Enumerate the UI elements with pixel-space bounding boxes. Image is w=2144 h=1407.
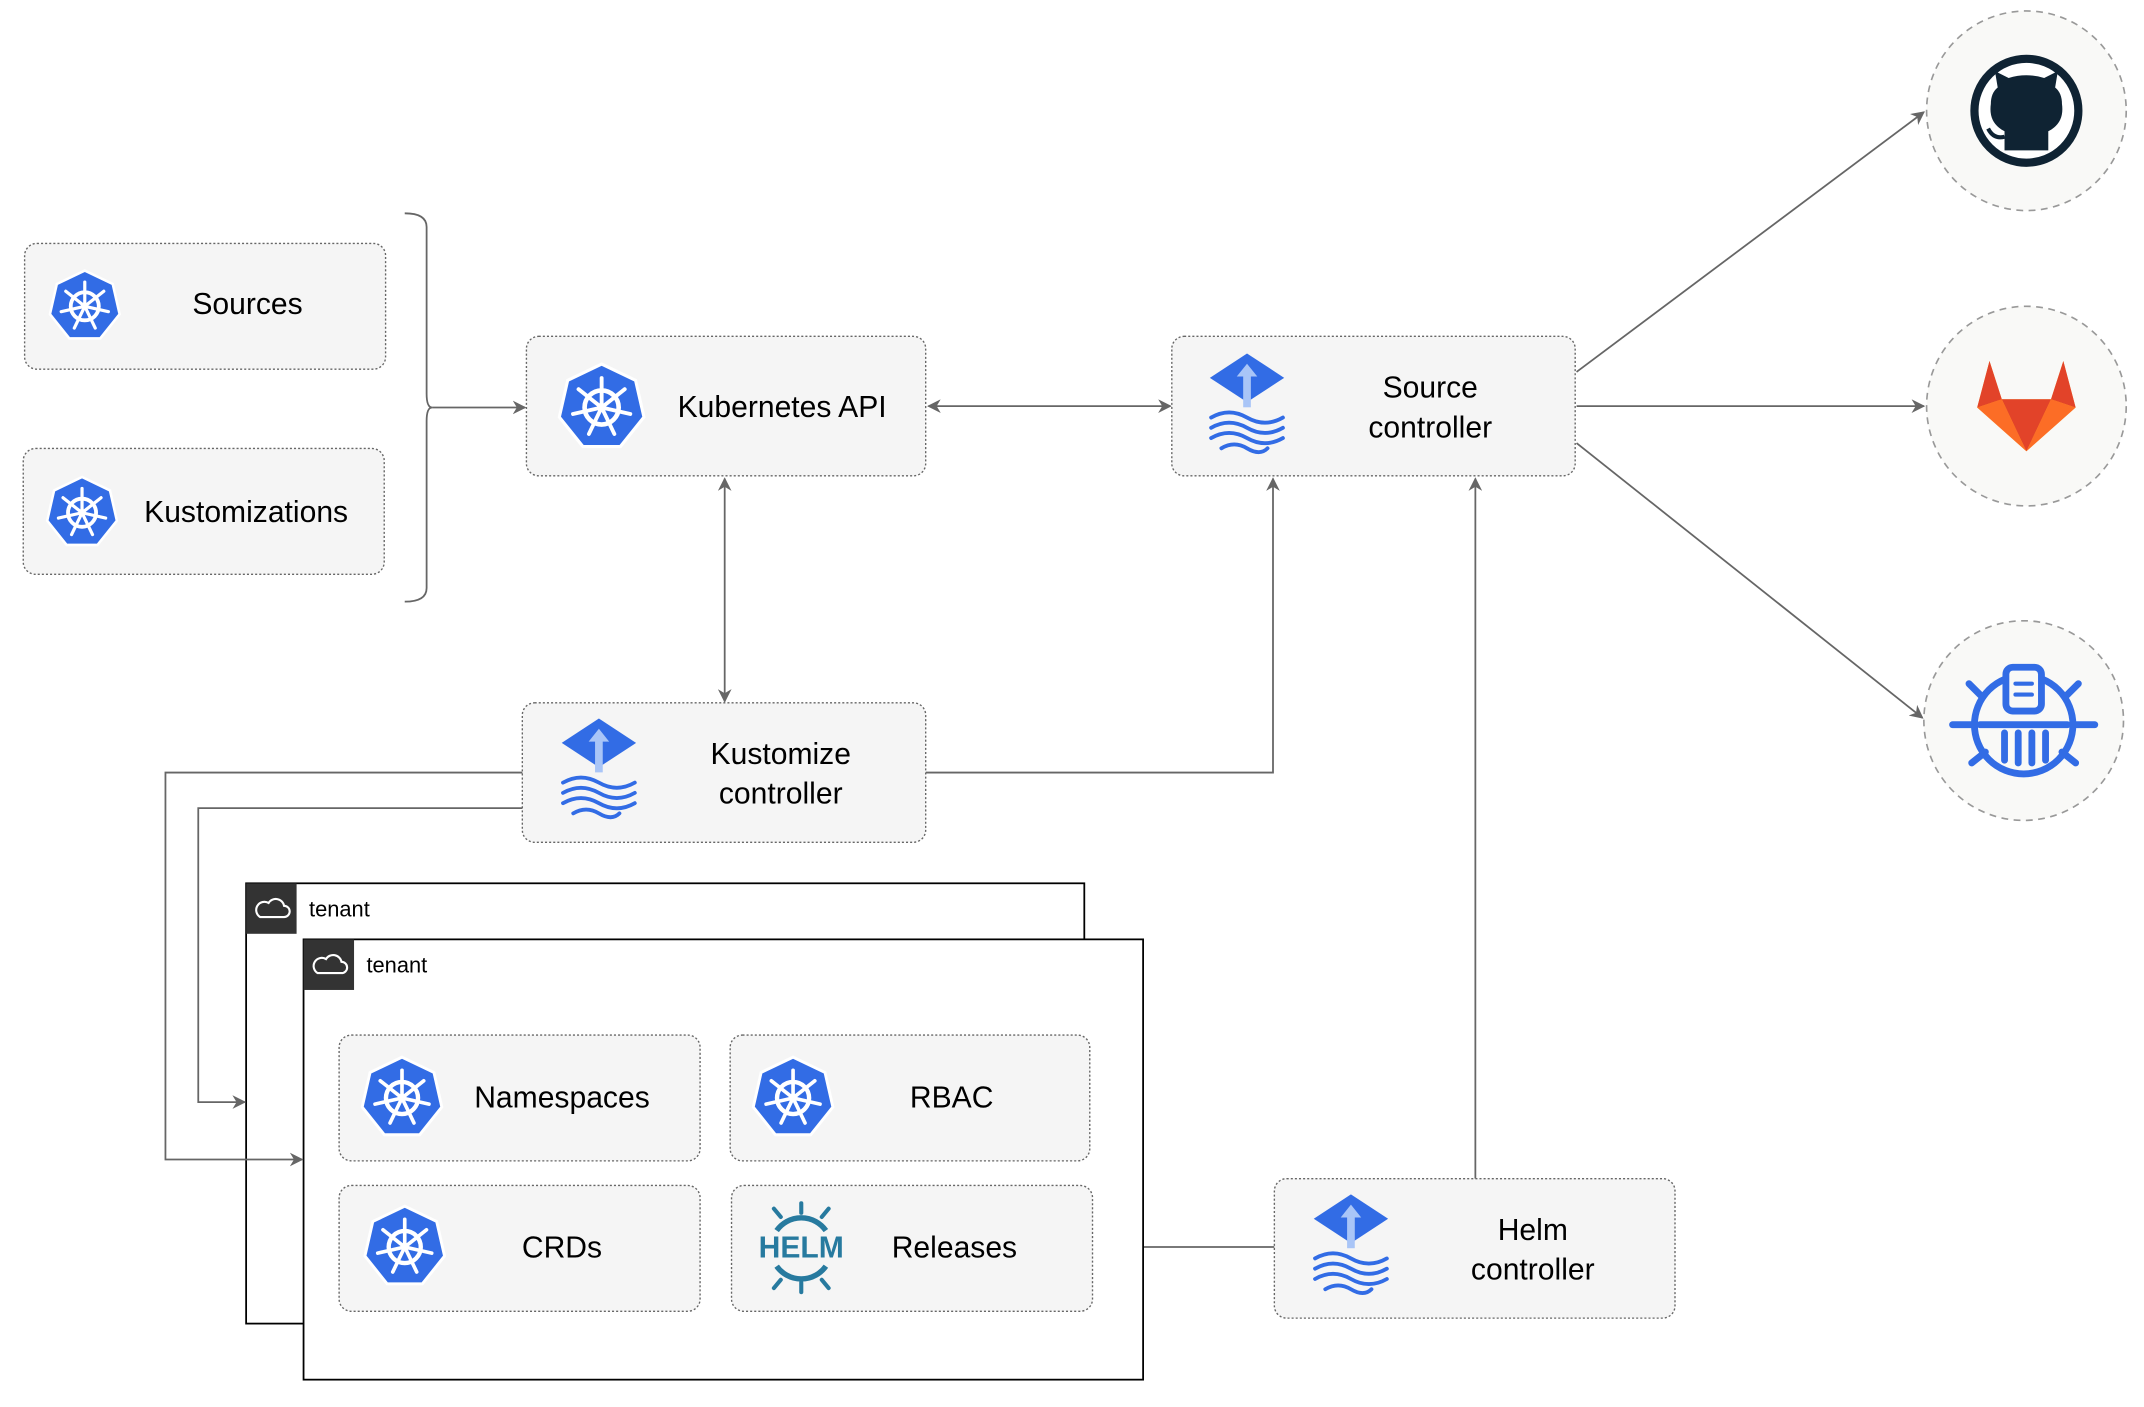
helm-controller-label-2: controller <box>1471 1254 1595 1287</box>
node-namespaces: Namespaces <box>338 1034 701 1162</box>
bucket-icon <box>1949 663 2099 778</box>
node-helm-controller: Helm controller <box>1273 1177 1676 1319</box>
crds-label: CRDs <box>522 1232 602 1265</box>
releases-label: Releases <box>892 1232 1017 1265</box>
helm-logo-text: HELM <box>759 1232 844 1265</box>
node-source-controller: Source controller <box>1171 335 1576 477</box>
node-kustomizations: Kustomizations <box>22 447 385 575</box>
grouping-brace <box>404 212 433 603</box>
cloud-icon <box>246 883 297 934</box>
edge-kustomize-to-source <box>925 477 1280 774</box>
node-crds: CRDs <box>338 1184 701 1312</box>
node-kustomize-controller: Kustomize controller <box>521 702 927 843</box>
gitlab-icon <box>1977 360 2076 452</box>
namespaces-label: Namespaces <box>474 1081 650 1114</box>
helm-controller-label-1: Helm <box>1498 1214 1568 1247</box>
bucket-source <box>1923 619 2125 822</box>
edge-source-to-bucket <box>1575 442 1924 719</box>
edge-kustomize-to-tenant-back <box>197 807 523 1109</box>
source-controller-label-1: Source <box>1383 372 1478 405</box>
kubernetes-api-label: Kubernetes API <box>678 391 887 424</box>
node-releases: HELM Releases <box>730 1184 1094 1312</box>
rbac-label: RBAC <box>910 1081 994 1114</box>
sources-label: Sources <box>192 288 302 321</box>
tenant-label: tenant <box>309 896 370 921</box>
cloud-icon <box>303 939 355 990</box>
kustomize-controller-label-2: controller <box>719 778 843 811</box>
kustomize-controller-label-1: Kustomize <box>711 738 851 771</box>
node-rbac: RBAC <box>729 1034 1091 1162</box>
node-kubernetes-api: Kubernetes API <box>525 335 927 477</box>
edge-source-to-github <box>1576 111 1925 373</box>
kustomizations-label: Kustomizations <box>144 496 348 529</box>
edge-kustomize-to-tenant-front <box>164 771 523 1167</box>
gitlab-source <box>1925 305 2128 507</box>
node-sources: Sources <box>23 242 387 370</box>
source-controller-label-2: controller <box>1368 411 1492 444</box>
tenant-label: tenant <box>366 952 427 977</box>
github-icon <box>1970 54 2083 167</box>
helm-icon: HELM <box>759 1201 844 1295</box>
github-source <box>1925 10 2128 212</box>
